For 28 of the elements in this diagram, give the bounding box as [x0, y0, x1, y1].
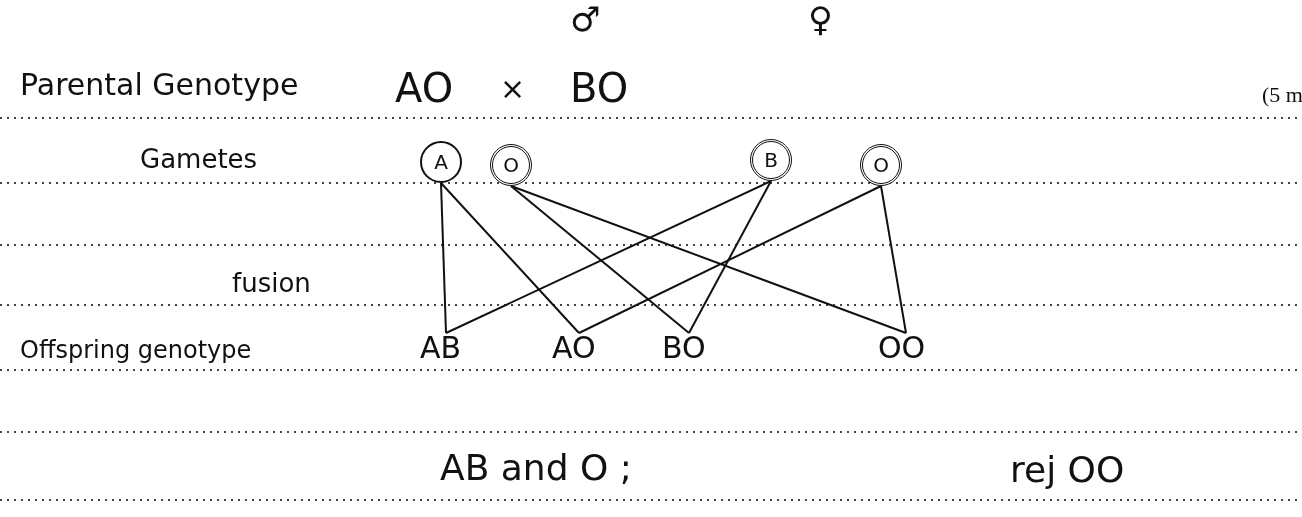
row-label: Offspring genotype: [20, 338, 252, 362]
fusion-line: [688, 180, 772, 334]
fusion-line: [510, 185, 907, 334]
fusion-line: [880, 185, 907, 334]
heading-text: Parental Genotype: [20, 70, 299, 100]
genotype-text: AO: [395, 68, 454, 108]
cross-sign: ×: [500, 74, 526, 104]
answer-text: AB and O ;: [440, 450, 632, 486]
marks-text: (5 m: [1262, 84, 1302, 106]
fusion-line: [510, 185, 690, 334]
gamete-circle: O: [860, 144, 902, 186]
female-symbol: ♀: [808, 2, 833, 36]
offspring-genotype: OO: [878, 333, 926, 363]
offspring-genotype: AO: [552, 333, 596, 363]
offspring-genotype: BO: [662, 333, 706, 363]
gamete-circle: O: [490, 144, 532, 186]
row-label: Gametes: [140, 146, 258, 172]
fusion-line: [445, 180, 772, 334]
gamete-circle: A: [420, 141, 462, 183]
fusion-line: [578, 185, 882, 334]
genotype-text: BO: [570, 68, 629, 108]
fusion-line: [440, 182, 580, 334]
fusion-line: [440, 182, 447, 334]
offspring-genotype: AB: [420, 333, 462, 363]
answer-text: rej OO: [1010, 452, 1125, 488]
row-label: fusion: [232, 270, 311, 296]
male-symbol: ♂: [570, 2, 601, 36]
gamete-circle: B: [750, 139, 792, 181]
